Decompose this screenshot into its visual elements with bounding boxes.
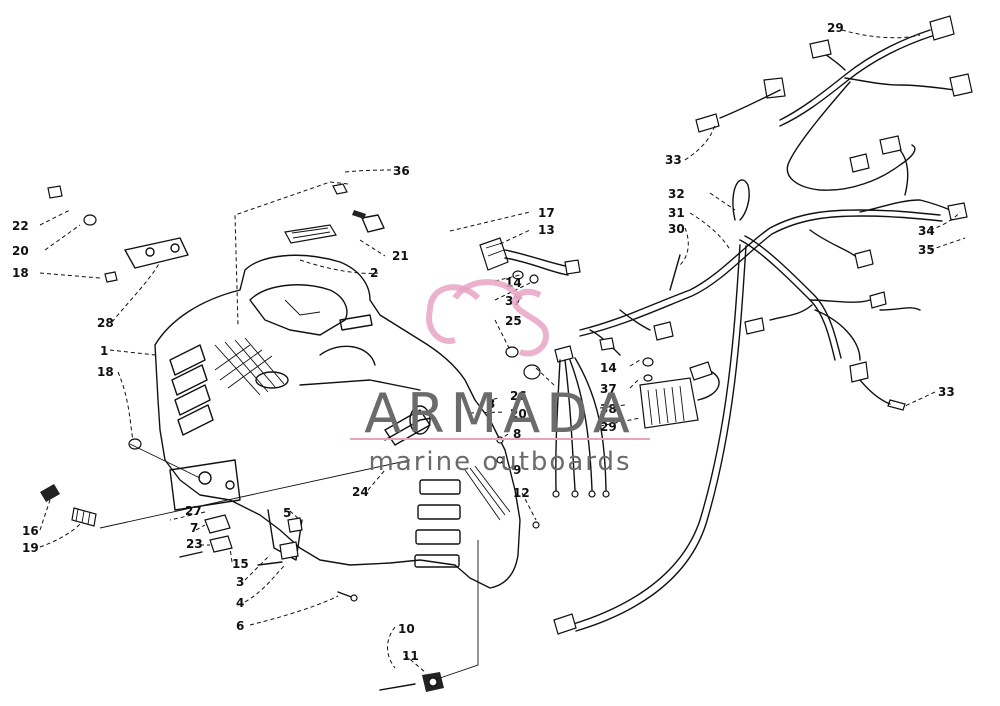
callout-3-mid: 3: [487, 397, 495, 411]
callout-26: 26: [510, 389, 527, 403]
callout-7: 7: [190, 521, 198, 535]
left-vent-grille: [169, 344, 214, 436]
toggle-switch: [352, 210, 385, 233]
light-lens: [284, 224, 337, 244]
callout-24: 24: [352, 485, 369, 499]
nut-36: [332, 183, 348, 195]
callout-18-mid: 18: [97, 365, 114, 379]
callout-30: 30: [668, 222, 685, 236]
callout-19: 19: [22, 541, 39, 555]
callout-33-top: 33: [665, 153, 682, 167]
callout-17: 17: [538, 206, 555, 220]
housing-hatching: [214, 337, 285, 396]
callout-1: 1: [100, 344, 108, 358]
relay-13: [479, 237, 581, 276]
callout-33-right: 33: [938, 385, 955, 399]
armada-logo-icon: [426, 279, 549, 357]
callout-21: 21: [392, 249, 409, 263]
callout-25: 25: [505, 314, 522, 328]
callout-37-lower: 37: [600, 382, 617, 396]
callout-29-lower: 29: [600, 420, 617, 434]
plug-16-19: [40, 484, 97, 527]
small-parts-cluster: [496, 270, 654, 529]
callout-11: 11: [402, 649, 419, 663]
harness-38: [552, 345, 610, 498]
callout-20-mid: 20: [510, 407, 527, 421]
callout-labels: 29 33 36 32 31 30 34 35 17 13 22 20 18 2…: [12, 21, 955, 663]
callout-38: 38: [600, 402, 617, 416]
callout-10: 10: [398, 622, 415, 636]
callout-16: 16: [22, 524, 39, 538]
callout-14-lower: 14: [600, 361, 617, 375]
callout-15: 15: [232, 557, 249, 571]
callout-18-left: 18: [12, 266, 29, 280]
rod-24: [384, 417, 433, 441]
callout-3-lower: 3: [236, 575, 244, 589]
grommets-7-23: [179, 514, 233, 558]
watermark-brand: ARMADA: [364, 382, 636, 445]
leader-lines: [39, 29, 966, 679]
watermark-divider: [350, 438, 650, 440]
callout-35: 35: [918, 243, 935, 257]
front-vent-grille: [414, 465, 511, 568]
screw-6-head: [350, 594, 358, 602]
callout-27: 27: [185, 504, 202, 518]
console-housing: [154, 254, 521, 589]
callout-22: 22: [12, 219, 29, 233]
callout-12: 12: [513, 486, 530, 500]
callout-31: 31: [668, 206, 685, 220]
callout-36: 36: [393, 164, 410, 178]
callout-4: 4: [236, 596, 244, 610]
key-switch: [379, 672, 444, 692]
callout-2: 2: [370, 266, 378, 280]
armada-watermark: ARMADA marine outboards: [350, 279, 650, 477]
callout-20-left: 20: [12, 244, 29, 258]
callout-29-top: 29: [827, 21, 844, 35]
bracket-plate: [124, 237, 189, 269]
watermark-tagline: marine outboards: [368, 447, 631, 477]
callout-34: 34: [918, 224, 935, 238]
hardware-22-20-18: [47, 185, 142, 450]
main-wire-harness: [553, 179, 968, 635]
callout-5: 5: [283, 506, 291, 520]
callout-6: 6: [236, 619, 244, 633]
voltage-regulator: [639, 361, 720, 429]
callout-13: 13: [538, 223, 555, 237]
upper-harness: [695, 15, 973, 196]
bracket-3-4-5: [257, 509, 303, 566]
callout-8: 8: [513, 427, 521, 441]
callout-32: 32: [668, 187, 685, 201]
callout-23: 23: [186, 537, 203, 551]
callout-28: 28: [97, 316, 114, 330]
callout-9: 9: [513, 463, 521, 477]
